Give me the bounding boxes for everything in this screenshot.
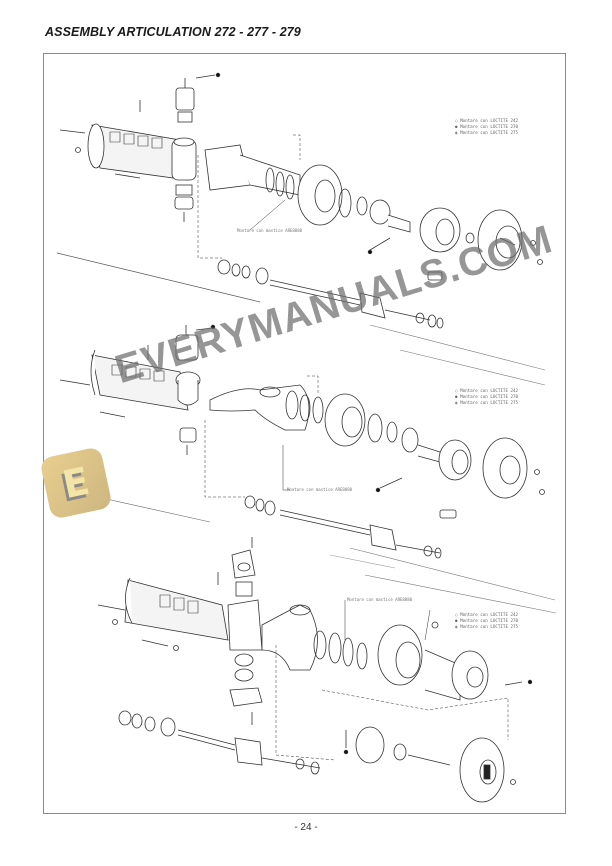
sealant-callout-272: Montare con mastice ARE8080 [237, 228, 303, 233]
legend-symbol-open: ○ [455, 118, 458, 123]
legend-symbol-dotted: ◉ [455, 624, 458, 629]
legend-272: ○ Montare con LOCTITE 242 ● Montare con … [455, 118, 518, 136]
page-number: - 24 - [294, 822, 318, 833]
legend-symbol-open: ○ [455, 612, 458, 617]
sealant-callout-279: Montare con mastice ARE8080 [347, 597, 413, 602]
legend-text: Montare con LOCTITE 275 [460, 130, 519, 135]
assembly-277-drawing [56, 324, 556, 601]
legend-symbol-filled: ● [455, 394, 458, 399]
legend-text: Montare con LOCTITE 270 [460, 394, 519, 399]
assembly-272-drawing [56, 72, 546, 371]
legend-text: Montare con LOCTITE 242 [460, 388, 519, 393]
legend-text: Montare con LOCTITE 242 [460, 612, 519, 617]
legend-text: Montare con LOCTITE 270 [460, 618, 519, 623]
legend-text: Montare con LOCTITE 242 [460, 118, 519, 123]
legend-symbol-dotted: ◉ [455, 130, 458, 135]
watermark-logo-icon: E [39, 446, 113, 520]
page-title: ASSEMBLY ARTICULATION 272 - 277 - 279 [45, 25, 301, 39]
legend-277: ○ Montare con LOCTITE 242 ● Montare con … [455, 388, 518, 406]
legend-text: Montare con LOCTITE 275 [460, 624, 519, 629]
watermark-logo-letter: E [58, 458, 94, 508]
legend-279: ○ Montare con LOCTITE 242 ● Montare con … [455, 612, 518, 630]
legend-symbol-dotted: ◉ [455, 400, 458, 405]
legend-text: Montare con LOCTITE 275 [460, 400, 519, 405]
legend-text: Montare con LOCTITE 270 [460, 124, 519, 129]
legend-symbol-filled: ● [455, 124, 458, 129]
legend-symbol-filled: ● [455, 618, 458, 623]
assembly-279-drawing [97, 537, 557, 803]
legend-symbol-open: ○ [455, 388, 458, 393]
diagram-frame [43, 53, 566, 814]
sealant-callout-277: Montare con mastice ARE8080 [287, 487, 353, 492]
